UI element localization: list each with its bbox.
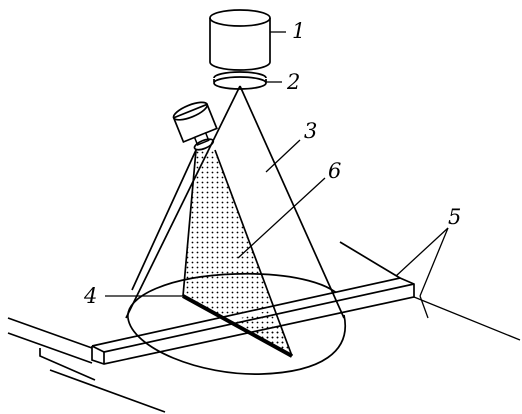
label-5: 5 xyxy=(448,205,461,229)
camera-view-lines xyxy=(131,149,293,357)
table-edge xyxy=(7,317,166,413)
laser-projector xyxy=(172,101,218,151)
label-6: 6 xyxy=(328,159,341,183)
label-3: 3 xyxy=(304,119,317,143)
illumination-ellipse-front xyxy=(127,314,347,375)
camera-1 xyxy=(209,9,271,71)
leader-lines xyxy=(237,31,521,341)
projection-cone-3 xyxy=(125,85,345,319)
label-4: 4 xyxy=(83,284,97,308)
lit-area-lower xyxy=(230,310,292,356)
lit-area-6 xyxy=(183,150,292,356)
label-1: 1 xyxy=(292,19,305,43)
label-2: 2 xyxy=(286,70,300,94)
laser-line-4 xyxy=(182,294,293,358)
